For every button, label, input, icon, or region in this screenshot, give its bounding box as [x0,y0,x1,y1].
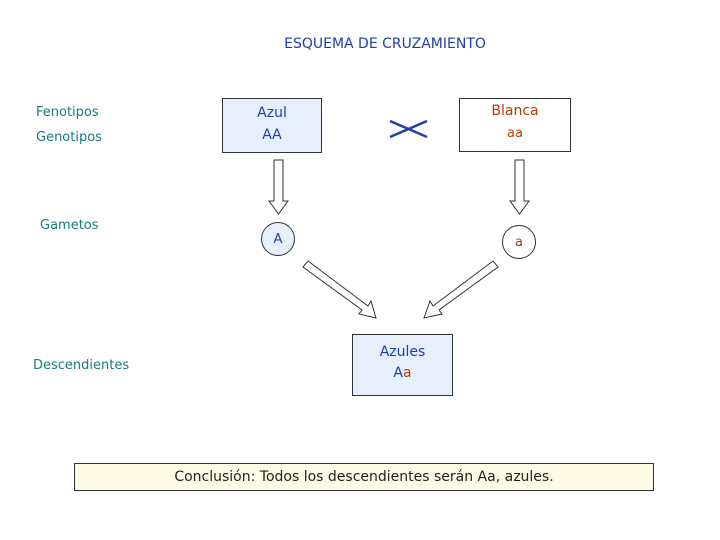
offspring-genotype: Aa [353,365,452,381]
parent2-box: Blanca aa [459,98,571,152]
row-label-gametos: Gametos [40,218,99,233]
parent2-phenotype: Blanca [491,103,539,119]
diagonal-arrow-left [302,260,377,319]
down-arrow-parent1 [268,159,289,215]
down-arrow-parent2 [509,159,530,215]
gamete-circle-parent1: A [261,222,295,256]
cross-symbol [389,119,428,139]
parent1-genotype: AA [262,127,282,143]
row-label-genotipos: Genotipos [36,130,102,145]
offspring-phenotype: Azules [379,344,426,360]
gamete-label-parent1: A [273,231,283,247]
diagonal-arrow-right [423,260,499,319]
row-label-fenotipos: Fenotipos [36,105,99,120]
parent2-genotype: aa [507,126,523,141]
offspring-genotype-dominant: A [393,365,403,381]
gamete-label-parent2: a [515,234,523,250]
offspring-genotype-recessive: a [402,365,412,381]
row-label-descendientes: Descendientes [33,358,130,373]
conclusion-box: Conclusión: Todos los descendientes será… [74,463,654,491]
parent1-box: Azul AA [222,98,322,153]
diagram-title: ESQUEMA DE CRUZAMIENTO [284,36,486,52]
offspring-box: Azules Aa [352,334,453,396]
gamete-circle-parent2: a [502,225,536,259]
parent1-phenotype: Azul [257,105,287,121]
conclusion-text: Conclusión: Todos los descendientes será… [174,469,554,485]
